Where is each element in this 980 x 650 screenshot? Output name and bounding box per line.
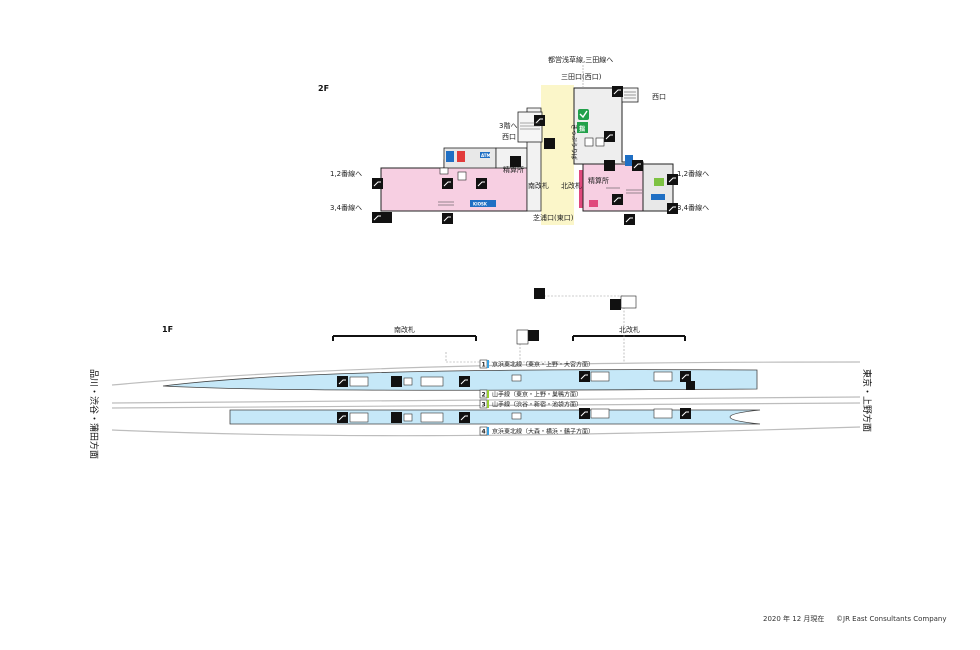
shibaura-exit-label: 芝浦口(東口) [533, 213, 574, 222]
central-passage [541, 85, 574, 225]
escalator-icon [612, 86, 623, 97]
direction-left: 品川・渋谷・蒲田方面 [88, 369, 100, 459]
track-color-bar [487, 400, 489, 408]
track-line-label: 京浜東北線（大森・横浜・鶴子方面） [492, 428, 594, 436]
track-number: 2 [482, 392, 486, 399]
escalator-icon [442, 178, 453, 189]
ticket-office-label: きっぷうりば [570, 124, 578, 160]
stairs-icon [604, 160, 615, 171]
toei-lines-label: 都営浅草線,三田線へ [548, 55, 613, 64]
escalator-icon [442, 213, 453, 224]
track-color-bar [487, 390, 489, 398]
footer-copyright: ©JR East Consultants Company [836, 615, 947, 623]
shop-pink-icon [589, 200, 598, 207]
north-gate-1f-label: 北改札 [619, 325, 640, 334]
escalator-icon-top-right [610, 299, 621, 310]
footer-date: 2020 年 12 月現在 [763, 614, 824, 623]
direction-right: 東京・上野方面 [861, 369, 873, 432]
north-side-room [642, 163, 674, 212]
pictograms-2f [372, 86, 678, 225]
atm-icon-north [651, 194, 665, 200]
escalator-icon [476, 178, 487, 189]
kiosk-sign [470, 200, 496, 207]
connection-lines [445, 295, 625, 363]
track-number: 1 [482, 362, 486, 369]
south-gate-1f-label: 南改札 [394, 325, 415, 334]
track-line-label: 山手線（渋谷・新宿・池袋方面） [492, 401, 582, 409]
stair-block-top [620, 295, 637, 309]
atm-icon [480, 152, 490, 158]
mita-exit-label: 三田口(西口) [561, 73, 602, 81]
wheelchair-icons [439, 137, 605, 181]
platform-34-left-label: 3,4番線へ [330, 203, 362, 212]
atm-label: ATM [481, 153, 491, 158]
escalator-icon [534, 115, 545, 126]
fare-adjust-left-label: 精算所 [503, 165, 524, 174]
escalator-icon [667, 203, 678, 214]
escalator-icon [372, 178, 383, 189]
platform-stairs [349, 371, 673, 423]
escalator-icon [604, 131, 615, 142]
third-floor-label: 3階へ [499, 121, 517, 130]
escalator-icon [632, 160, 643, 171]
pictograms-1f [337, 371, 695, 423]
escalator-icon [624, 214, 635, 225]
kiosk-label: KIOSK [473, 202, 488, 207]
midori-window-icon [577, 122, 588, 133]
restroom-male-icon [446, 151, 454, 162]
track-color-bar [487, 427, 489, 435]
fare-adjust-right-label: 精算所 [588, 176, 609, 185]
west-exit-left-label: 西口 [502, 133, 516, 141]
escalator-icon [667, 174, 678, 185]
midori-label: 指 [579, 125, 585, 133]
west-exit-right-label: 西口 [652, 93, 666, 101]
stairs-icon [510, 156, 521, 167]
track-color-bar [487, 360, 489, 368]
restroom-male-icon-north [625, 155, 633, 166]
escalator-icon [612, 194, 623, 205]
escalator-icon [372, 212, 383, 223]
platform-34-right-label: 3,4番線へ [677, 203, 709, 212]
floor-label-1f: 1F [162, 325, 173, 334]
track-labels: 1 京浜東北線（東京・上野・大宮方面） 2 山手線（東京・上野・巣鴨方面） 3 山手線（渋… [479, 359, 594, 436]
elevator-icon [383, 212, 392, 223]
shop-green-icon [654, 178, 664, 186]
stair-hatching [438, 91, 642, 206]
track-line-label: 山手線（東京・上野・巣鴨方面） [492, 391, 582, 399]
platform-12-left-label: 1,2番線へ [330, 169, 362, 178]
track-number: 4 [482, 429, 486, 436]
escalator-icon-top [534, 288, 545, 299]
track-line-label: 京浜東北線（東京・上野・大宮方面） [492, 361, 594, 369]
restroom-female-icon [457, 151, 465, 162]
platform-12-right-label: 1,2番線へ [677, 169, 709, 178]
south-gate-2f-label: 南改札 [528, 181, 549, 190]
stair-block-mid [516, 329, 529, 345]
floor-label-2f: 2F [318, 84, 329, 93]
north-gate-2f-label: 北改札 [561, 181, 582, 190]
north-gate-strip [579, 170, 583, 208]
track-number: 3 [482, 402, 486, 409]
stairs-icon [544, 138, 555, 149]
escalator-icon-mid [528, 330, 539, 341]
